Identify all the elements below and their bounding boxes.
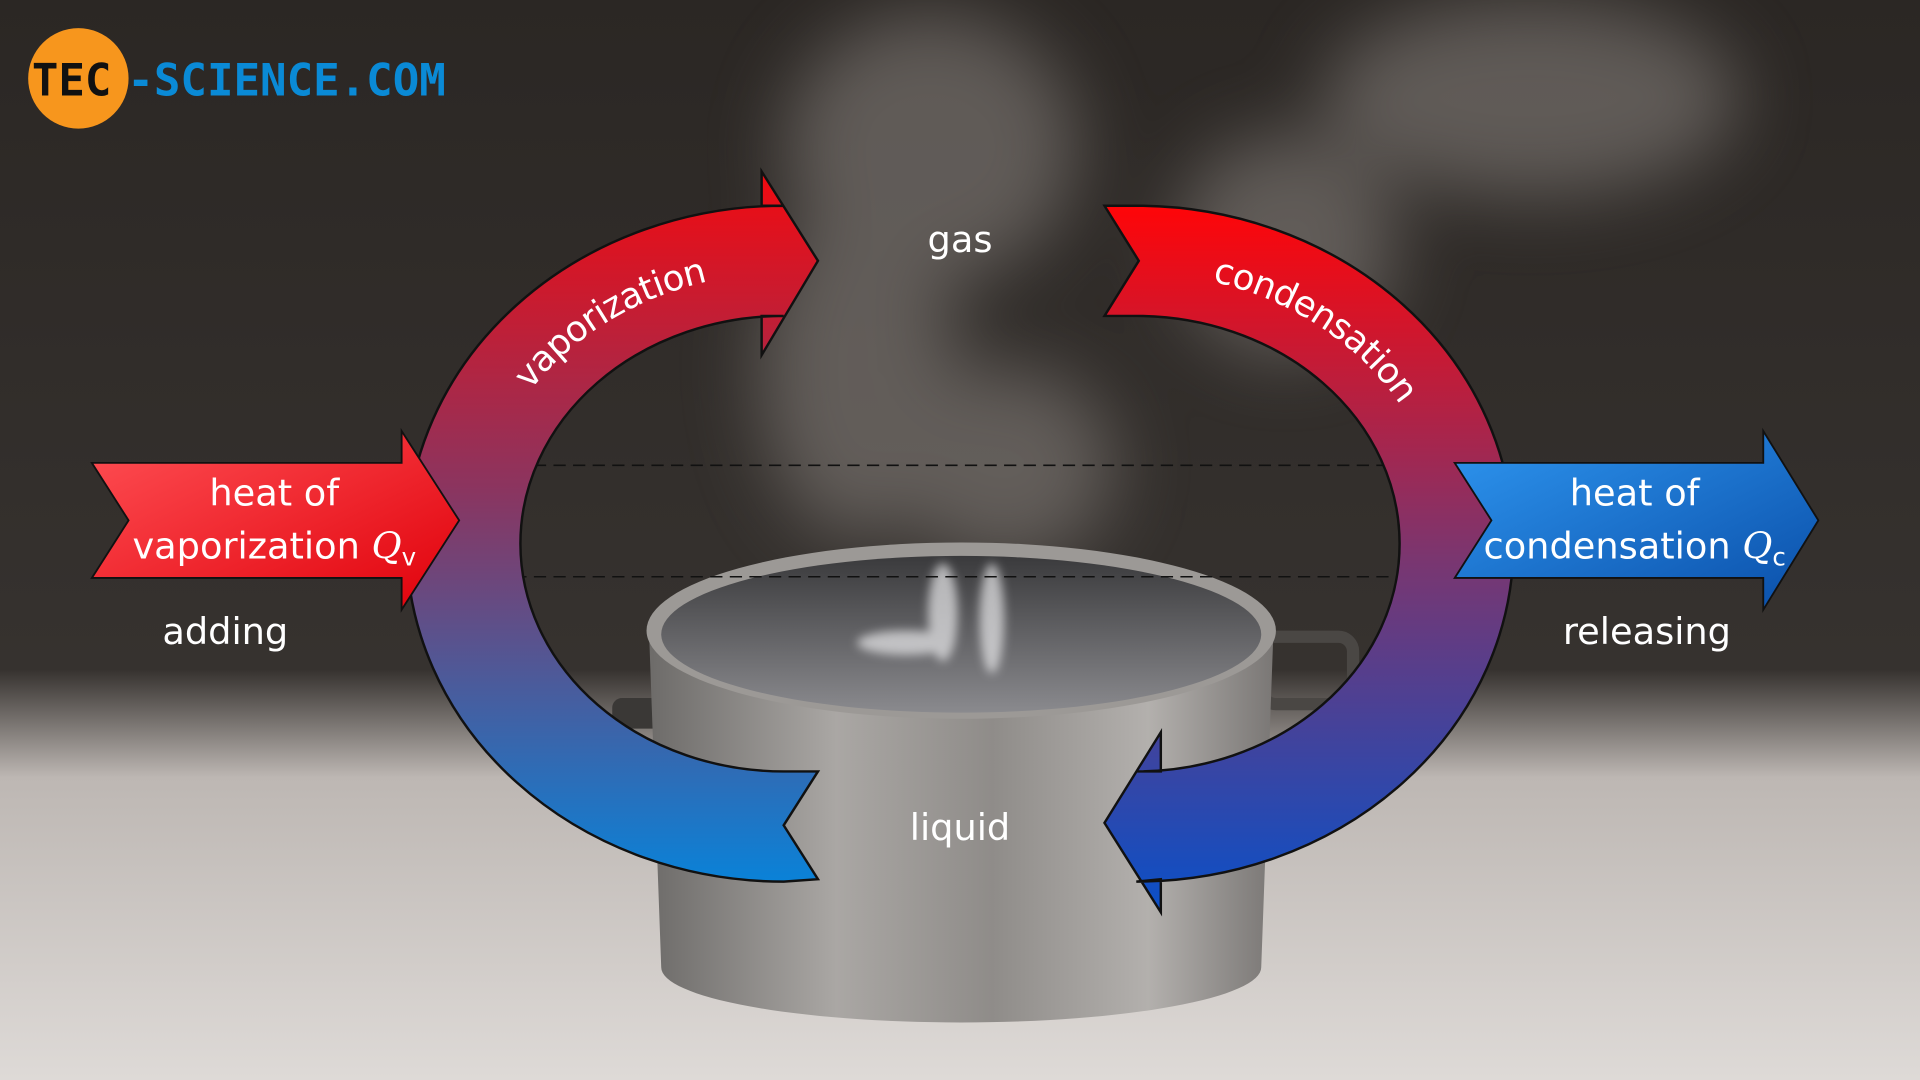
heat-of-vaporization-arrow (90, 427, 461, 613)
heat-of-vaporization-line1: heat of (209, 472, 340, 515)
heat-of-condensation-line2: condensation Qc (1484, 524, 1786, 571)
liquid-label: liquid (910, 806, 1011, 849)
gas-label: gas (928, 218, 993, 261)
heat-of-vaporization-line2: vaporization Qv (132, 524, 416, 571)
dashed-lines (416, 464, 1507, 578)
svg-text:TEC: TEC (32, 56, 112, 107)
cooking-pot (612, 542, 1360, 1023)
vaporization-arrow (405, 167, 821, 883)
releasing-label: releasing (1563, 610, 1731, 653)
tec-science-logo: TEC -SCIENCE.COM (28, 28, 446, 129)
condensation-arrow (1102, 204, 1515, 917)
heat-of-condensation-line1: heat of (1570, 472, 1701, 515)
svg-text:-SCIENCE.COM: -SCIENCE.COM (127, 56, 445, 107)
adding-label: adding (162, 610, 288, 653)
heat-of-condensation-arrow (1453, 427, 1820, 614)
